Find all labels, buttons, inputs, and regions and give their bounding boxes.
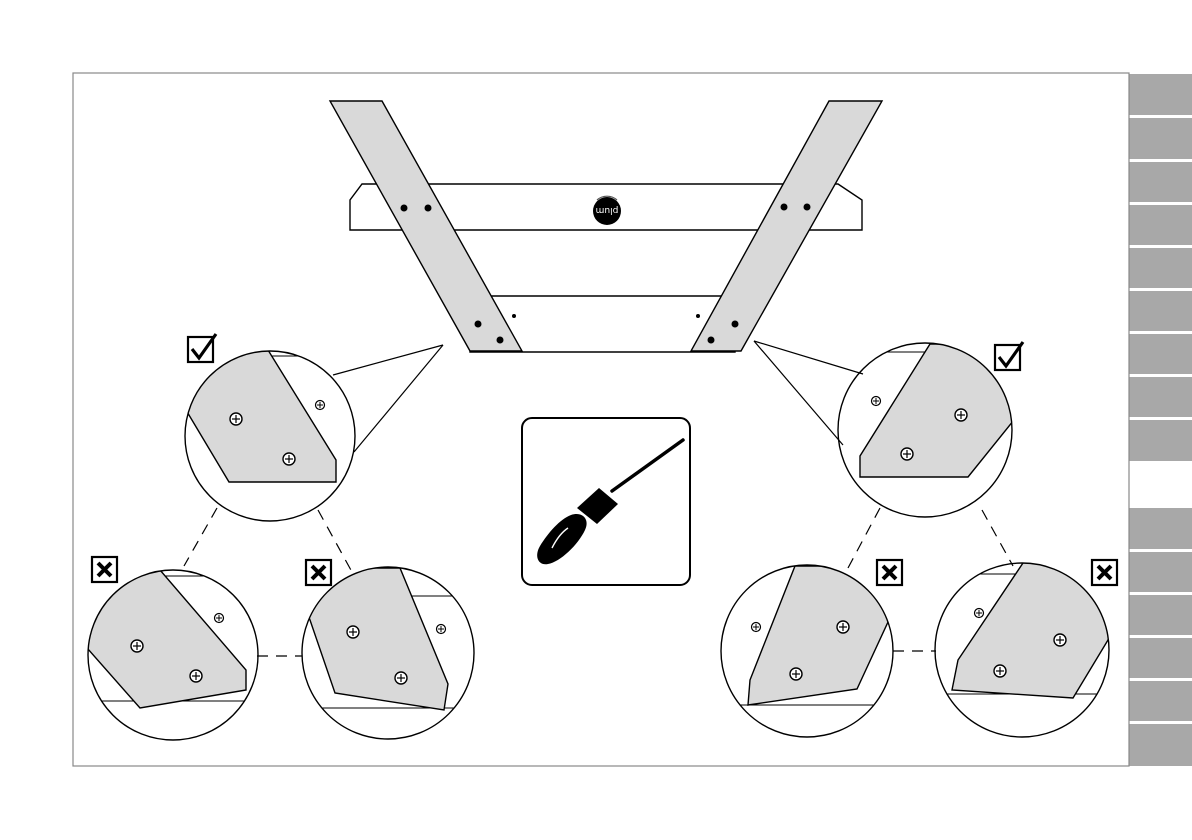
dashed-link bbox=[184, 508, 217, 566]
bolt bbox=[781, 204, 788, 211]
bolt bbox=[425, 205, 432, 212]
bolt bbox=[696, 314, 700, 318]
bolt bbox=[401, 205, 408, 212]
detail-left-wrong-2 bbox=[290, 567, 480, 739]
main-assembly: plum bbox=[330, 101, 882, 352]
incorrect-x-icon bbox=[306, 560, 331, 585]
bolt bbox=[475, 321, 482, 328]
detail-right-wrong-1 bbox=[715, 565, 900, 737]
detail-right-correct bbox=[754, 341, 1030, 517]
bolt bbox=[512, 314, 516, 318]
incorrect-x-icon bbox=[1092, 560, 1117, 585]
detail-left-wrong-1 bbox=[60, 570, 260, 740]
bolt bbox=[732, 321, 739, 328]
incorrect-x-icon bbox=[877, 560, 902, 585]
detail-right-wrong-2 bbox=[930, 560, 1120, 737]
screwdriver-icon bbox=[522, 418, 690, 585]
bolt bbox=[497, 337, 504, 344]
detail-left-correct bbox=[160, 345, 443, 521]
correct-check-icon bbox=[188, 334, 216, 362]
incorrect-x-icon bbox=[92, 557, 117, 582]
bolt bbox=[708, 337, 715, 344]
logo-text: plum bbox=[596, 205, 619, 215]
dashed-link bbox=[982, 510, 1013, 566]
correct-check-icon bbox=[995, 342, 1023, 370]
bolt bbox=[804, 204, 811, 211]
dashed-link bbox=[848, 508, 880, 568]
